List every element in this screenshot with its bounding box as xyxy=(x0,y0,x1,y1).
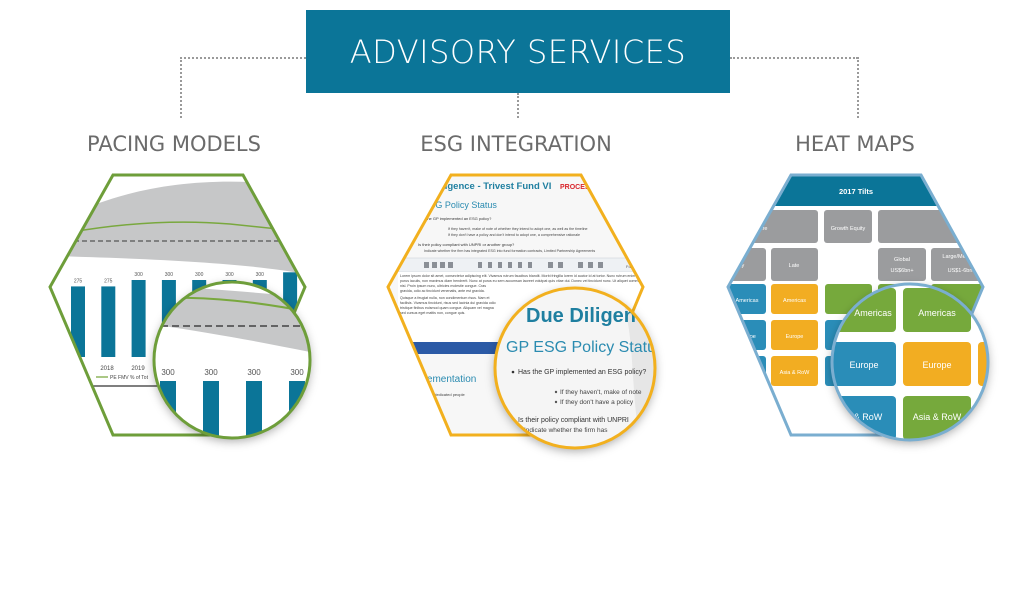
magnified-cell-label: Americas xyxy=(918,308,956,318)
heatmap-header-label: 2017 Tilts xyxy=(839,187,873,196)
heat-cell-label: Americas xyxy=(783,298,806,304)
heat-cell-buyout xyxy=(878,210,983,243)
heat-cell-large xyxy=(931,248,983,281)
magnified-bar xyxy=(246,381,262,438)
magnified-cell-label: Americas xyxy=(854,308,892,318)
forecast-band xyxy=(50,181,305,274)
magnified-doc-title: Due Diligence xyxy=(526,305,658,327)
heat-cell-growth xyxy=(824,210,872,243)
editor-paragraph: Quisque a feugiat nulla, non condimentum… xyxy=(400,296,496,315)
magnified-cell-label: Europe xyxy=(849,360,878,370)
heat-cell-asia xyxy=(771,356,818,386)
bar-label: 300 xyxy=(256,272,265,278)
year-label: 2019 xyxy=(131,366,145,372)
esg-integration-panel: Due Diligence - Trivest Fund VI PROCESSI… xyxy=(386,173,657,450)
bar-label: 275 xyxy=(74,278,83,284)
bar-label: 300 xyxy=(195,272,204,278)
magnified-bar-label: 300 xyxy=(290,368,304,377)
implementation-heading: Implementation xyxy=(408,374,476,385)
magnified-section-title: GP ESG Policy Status xyxy=(506,339,664,356)
magnifier-ring xyxy=(830,282,990,442)
magnifier-ring xyxy=(493,286,657,450)
toolbar-buttons[interactable] xyxy=(424,262,603,268)
bar-label: 300 xyxy=(134,272,143,278)
connector-center-vertical xyxy=(517,93,519,118)
year-label: 2018 xyxy=(100,366,114,372)
legend-label: PE FMV % of Tot xyxy=(110,375,149,381)
connector-left-horizontal xyxy=(180,57,306,59)
section-title: GP ESG Policy Status xyxy=(408,200,497,210)
pacing-models-panel: 275 275 300 300 300 300 300 2018 2019 PE FMV %… xyxy=(48,173,312,440)
magnified-bullet-1: If they haven't, make of note xyxy=(560,389,642,396)
magnified-question-1: Has the GP implemented an ESG policy? xyxy=(518,369,646,376)
doc-title: Due Diligence - Trivest Fund VI xyxy=(412,181,551,192)
bullet-2: If they don't have a policy and don't in… xyxy=(448,233,580,237)
question-1: Has the GP implemented an ESG policy? xyxy=(418,216,492,221)
doc-status: PROCESSING xyxy=(560,184,607,191)
heat-cell-global xyxy=(878,248,926,281)
magnified-bar-label: 300 xyxy=(247,368,261,377)
magnified-bar-label: 300 xyxy=(204,368,218,377)
bar-label: 275 xyxy=(104,278,113,284)
editor-paragraph: Lorem ipsum dolor sit amet, consectetur … xyxy=(400,274,645,293)
heat-maps-panel: 2017 Tilts Venture Growth Equity Early L… xyxy=(726,173,990,442)
bar-label: 300 xyxy=(165,272,174,278)
bar xyxy=(131,280,146,357)
heat-cell-label: Asia & RoW xyxy=(780,370,810,376)
bar-label: 300 xyxy=(225,272,234,278)
magnified-cell-label: Europe xyxy=(922,360,951,370)
esg-integration-heading: ESG INTEGRATION xyxy=(420,132,612,156)
magnifier-ring xyxy=(152,280,312,440)
magnified-bullet-2: If they don't have a policy xyxy=(560,399,634,406)
bar xyxy=(101,286,116,357)
question-2-detail: Indicate whether the firm has integrated… xyxy=(424,249,595,253)
heat-cell-label: Europe xyxy=(786,334,804,340)
magnified-bar-label: 300 xyxy=(161,368,175,377)
pacing-models-heading: PACING MODELS xyxy=(87,132,261,156)
magnified-bar xyxy=(203,381,219,438)
sub-label: Late xyxy=(789,263,800,269)
magnifier-circle: Due Diligence GP ESG Policy Status Has t… xyxy=(506,288,664,448)
heat-cell-label: Americas xyxy=(736,298,759,304)
magnified-question-2-detail: Indicate whether the firm has xyxy=(524,427,608,434)
connector-right-vertical xyxy=(857,57,859,118)
sub-label: Global xyxy=(894,257,910,263)
magnified-cell-label: Asia & RoW xyxy=(834,412,883,422)
sub-label: US$6bn+ xyxy=(890,268,913,274)
category-label: Growth Equity xyxy=(831,226,866,232)
implementation-text: Whether dedicated people xyxy=(418,392,465,397)
bar xyxy=(71,286,85,357)
connector-right-horizontal xyxy=(730,57,858,59)
connector-left-vertical xyxy=(180,57,182,118)
magnified-cell-label: Asia & RoW xyxy=(913,412,962,422)
heat-cell-label: Asia & RoW xyxy=(732,370,762,376)
heat-cell-late xyxy=(771,248,818,281)
sub-label: US$1-6bn xyxy=(948,268,973,274)
heat-maps-heading: HEAT MAPS xyxy=(795,132,915,156)
heat-cell-europe xyxy=(771,320,818,350)
question-2: Is their policy compliant with UNPRI or … xyxy=(418,242,515,247)
sub-label: Large/Medium xyxy=(942,254,978,260)
heat-cell-venture xyxy=(728,210,818,243)
heat-cell-americas xyxy=(771,284,818,314)
bullet-1: If they haven't, make of note of whether… xyxy=(448,227,588,231)
magnified-question-2: Is their policy compliant with UNPRI xyxy=(518,417,629,424)
advisory-services-title: ADVISORY SERVICES xyxy=(306,10,730,93)
